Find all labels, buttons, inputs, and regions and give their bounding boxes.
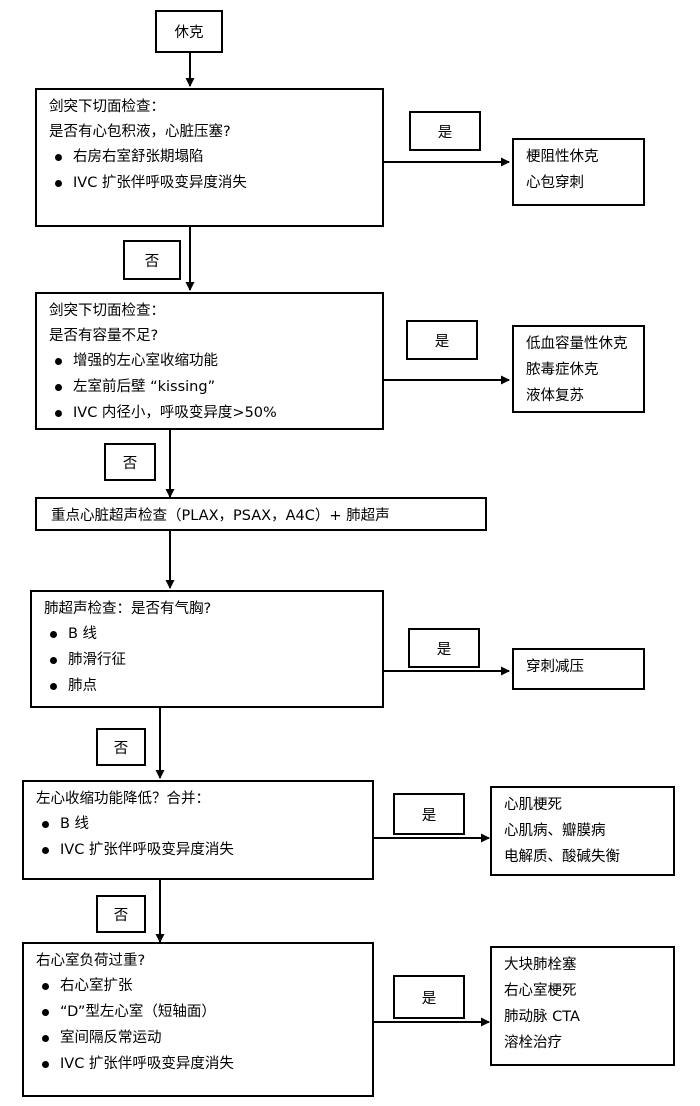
outcome-line: 电解质、酸碱失衡 [504, 849, 620, 866]
list-item: “D”型左心室（短轴面） [36, 1002, 362, 1023]
node-bullet-list: 增强的左心室收缩功能 左室前后壁 “kissing” IVC 内径小，呼吸变异度… [49, 351, 372, 424]
list-item: 肺点 [44, 676, 372, 697]
list-item: 增强的左心室收缩功能 [49, 351, 372, 372]
list-item: 左室前后壁 “kissing” [49, 377, 372, 398]
node-focused-echo[interactable]: 重点心脏超声检查（PLAX，PSAX，A4C）+ 肺超声 [35, 497, 487, 531]
node-shock[interactable]: 休克 [155, 10, 223, 53]
node-subxiphoid-tamponade[interactable]: 剑突下切面检查： 是否有心包积液，心脏压塞? 右房右室舒张期塌陷 IVC 扩张伴… [35, 88, 384, 227]
edge-label-text: 否 [113, 740, 129, 757]
outcome-cardiogenic-causes[interactable]: 心肌梗死 心肌病、瓣膜病 电解质、酸碱失衡 [490, 786, 675, 876]
node-title-line: 左心收缩功能降低？合并： [36, 791, 210, 807]
edge-label-no-pneumothorax: 否 [96, 728, 146, 766]
node-title-line: 重点心脏超声检查（PLAX，PSAX，A4C）+ 肺超声 [51, 507, 390, 524]
edge-label-text: 是 [436, 641, 452, 658]
outcome-line: 右心室梗死 [504, 983, 577, 1000]
node-lv-systolic-dysfunction[interactable]: 左心收缩功能降低？合并： B 线 IVC 扩张伴呼吸变异度消失 [22, 780, 374, 880]
node-subxiphoid-hypovolemia[interactable]: 剑突下切面检查： 是否有容量不足? 增强的左心室收缩功能 左室前后壁 “kiss… [35, 292, 384, 430]
outcome-line: 心肌病、瓣膜病 [504, 823, 606, 840]
outcome-hypovolemic-shock[interactable]: 低血容量性休克 脓毒症休克 液体复苏 [512, 325, 645, 413]
outcome-line: 心包穿刺 [526, 175, 584, 192]
outcome-line: 溶栓治疗 [504, 1035, 562, 1052]
node-shock-label: 休克 [174, 25, 204, 41]
edge-label-yes-lv: 是 [393, 793, 465, 835]
list-item: 室间隔反常运动 [36, 1028, 362, 1049]
list-item: IVC 扩张伴呼吸变异度消失 [49, 173, 372, 194]
node-bullet-list: B 线 肺滑行征 肺点 [44, 624, 372, 697]
outcome-line: 大块肺栓塞 [504, 957, 577, 973]
outcome-line: 脓毒症休克 [526, 362, 599, 379]
edge-label-yes-tamponade: 是 [409, 111, 481, 151]
edge-label-no-hypovolemia: 否 [104, 443, 156, 481]
node-title-line: 剑突下切面检查： [49, 303, 165, 319]
list-item: IVC 扩张伴呼吸变异度消失 [36, 1054, 362, 1075]
node-lung-us-pneumothorax[interactable]: 肺超声检查：是否有气胸? B 线 肺滑行征 肺点 [30, 590, 384, 708]
outcome-line: 梗阻性休克 [526, 149, 599, 165]
node-bullet-list: B 线 IVC 扩张伴呼吸变异度消失 [36, 814, 362, 861]
edge-label-no-tamponade: 否 [123, 240, 181, 280]
node-rv-overload[interactable]: 右心室负荷过重? 右心室扩张 “D”型左心室（短轴面） 室间隔反常运动 IVC … [22, 942, 374, 1097]
node-title-line: 是否有心包积液，心脏压塞? [49, 124, 231, 141]
outcome-line: 穿刺减压 [526, 659, 584, 675]
outcome-obstructive-shock[interactable]: 梗阻性休克 心包穿刺 [512, 138, 645, 206]
node-title-line: 肺超声检查：是否有气胸? [44, 601, 212, 617]
list-item: IVC 扩张伴呼吸变异度消失 [36, 840, 362, 861]
edge-label-yes-rv: 是 [393, 975, 465, 1019]
edge-label-text: 是 [421, 807, 437, 824]
node-title-line: 是否有容量不足? [49, 328, 159, 345]
outcome-line: 液体复苏 [526, 388, 584, 405]
outcome-needle-decompression[interactable]: 穿刺减压 [512, 648, 645, 690]
edge-label-yes-hypovolemia: 是 [406, 320, 478, 360]
list-item: 右心室扩张 [36, 976, 362, 997]
outcome-pulmonary-embolism[interactable]: 大块肺栓塞 右心室梗死 肺动脉 CTA 溶栓治疗 [490, 946, 675, 1066]
node-bullet-list: 右房右室舒张期塌陷 IVC 扩张伴呼吸变异度消失 [49, 147, 372, 194]
node-title-line: 剑突下切面检查： [49, 99, 165, 115]
list-item: IVC 内径小，呼吸变异度>50% [49, 403, 372, 424]
list-item: B 线 [44, 624, 372, 645]
edge-label-text: 是 [437, 124, 453, 141]
list-item: 右房右室舒张期塌陷 [49, 147, 372, 168]
edge-label-text: 否 [144, 253, 160, 270]
node-title-line: 右心室负荷过重? [36, 953, 146, 969]
list-item: B 线 [36, 814, 362, 835]
outcome-line: 肺动脉 CTA [504, 1009, 580, 1026]
edge-label-text: 否 [113, 907, 129, 924]
edge-label-text: 否 [122, 455, 138, 472]
list-item: 肺滑行征 [44, 650, 372, 671]
edge-label-text: 是 [434, 333, 450, 350]
edge-label-yes-pneumothorax: 是 [408, 628, 480, 668]
outcome-line: 心肌梗死 [504, 797, 562, 813]
edge-label-no-lv: 否 [96, 895, 146, 933]
edge-label-text: 是 [421, 990, 437, 1007]
outcome-line: 低血容量性休克 [526, 336, 628, 352]
node-bullet-list: 右心室扩张 “D”型左心室（短轴面） 室间隔反常运动 IVC 扩张伴呼吸变异度消… [36, 976, 362, 1075]
